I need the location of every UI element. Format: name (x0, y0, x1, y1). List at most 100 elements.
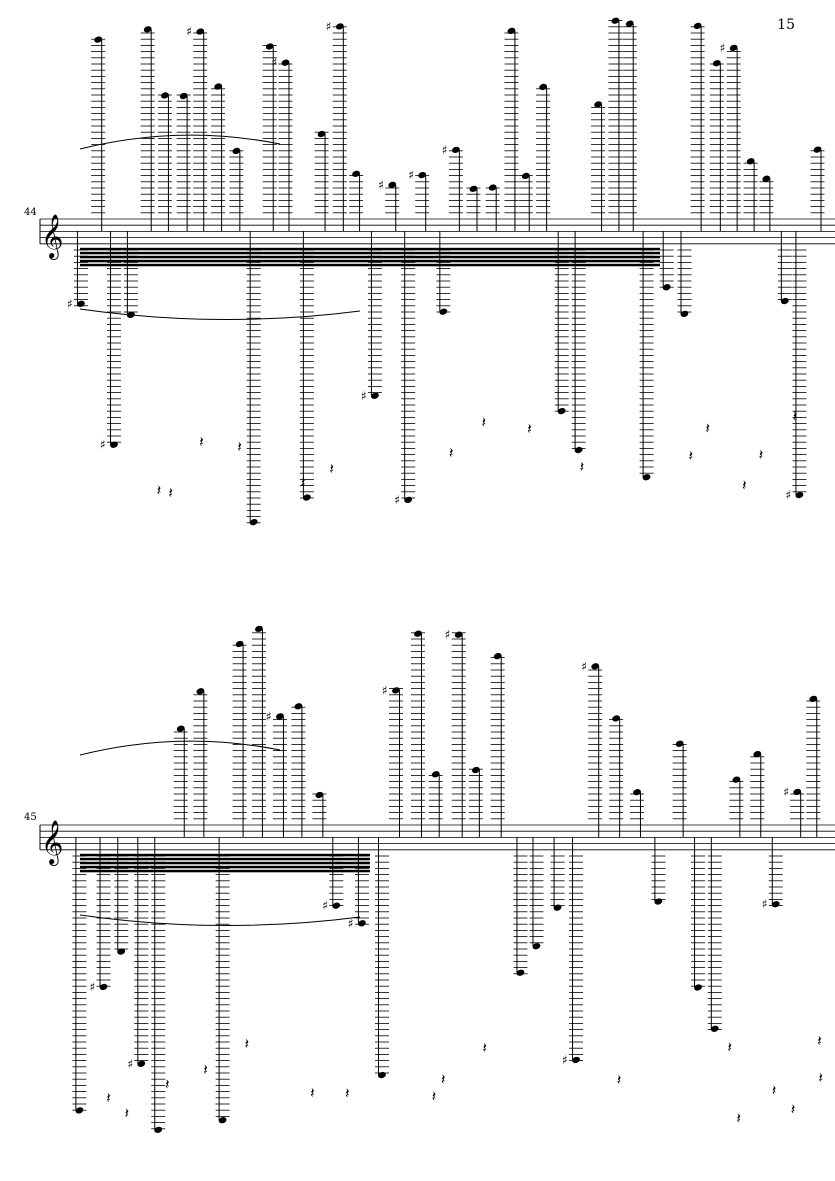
beam (80, 251, 660, 255)
rest-icon: 𝄽 (345, 1085, 350, 1103)
note-head (732, 776, 741, 783)
rest-icon: 𝄽 (157, 481, 162, 499)
beam (80, 869, 370, 873)
rest-icon: 𝄽 (727, 1038, 732, 1056)
rest-icon: 𝄽 (818, 1069, 823, 1087)
note-head (154, 1126, 163, 1133)
note-head (469, 185, 478, 192)
note-head (302, 494, 311, 501)
rest-icon: 𝄽 (793, 408, 798, 426)
rest-icon: 𝄽 (705, 420, 710, 438)
note-head (179, 92, 188, 100)
rest-icon: 𝄽 (165, 1076, 170, 1094)
rest-icon: 𝄽 (203, 1061, 208, 1079)
sharp-icon: ♯ (348, 916, 354, 930)
sharp-icon: ♯ (322, 899, 328, 913)
sharp-icon: ♯ (445, 628, 451, 642)
note-head (255, 625, 263, 632)
sharp-icon: ♯ (581, 659, 587, 673)
sharp-icon: ♯ (762, 897, 768, 911)
sharp-icon: ♯ (442, 143, 448, 157)
note-head (795, 491, 804, 499)
rest-icon: 𝄽 (759, 446, 764, 464)
sharp-icon: ♯ (326, 19, 332, 33)
beam (80, 853, 370, 857)
note-head (143, 26, 152, 33)
note-head (276, 713, 284, 720)
rest-icon: 𝄽 (689, 447, 694, 465)
sharp-icon: ♯ (100, 438, 106, 452)
note-head (553, 904, 562, 911)
sharp-icon: ♯ (266, 709, 272, 723)
beam (80, 247, 660, 251)
note-head (753, 750, 762, 758)
note-head (572, 1056, 580, 1064)
rest-icon: 𝄽 (817, 1032, 822, 1050)
sharp-icon: ♯ (90, 980, 96, 994)
beam (80, 263, 660, 267)
note-head (488, 184, 497, 191)
rest-icon: 𝄽 (527, 420, 532, 438)
note-head (625, 20, 634, 27)
note-head (591, 663, 600, 670)
sharp-icon: ♯ (67, 297, 73, 311)
note-head (214, 83, 222, 90)
sharp-icon: ♯ (271, 56, 277, 70)
rest-icon: 𝄽 (124, 1105, 129, 1123)
note-head (315, 791, 324, 799)
treble-clef-icon: 𝄞 (41, 820, 63, 866)
note-head (294, 703, 303, 710)
note-head (431, 771, 440, 778)
note-head (729, 44, 738, 51)
note-head (265, 43, 274, 50)
sharp-icon: ♯ (186, 25, 192, 39)
page-number: 15 (777, 17, 795, 33)
rest-icon: 𝄽 (580, 458, 585, 476)
rest-icon: 𝄽 (772, 1082, 777, 1100)
sharp-icon: ♯ (562, 1053, 568, 1067)
tie (79, 914, 361, 927)
note-head (418, 171, 427, 179)
rest-icon: 𝄽 (791, 1101, 796, 1119)
note-head (137, 1060, 146, 1067)
sharp-icon: ♯ (408, 168, 414, 182)
sharp-icon: ♯ (382, 683, 388, 697)
beam (80, 259, 660, 263)
rest-icon: 𝄽 (199, 433, 204, 451)
note-head (516, 969, 525, 976)
note-head (654, 898, 663, 905)
note-head (371, 392, 379, 399)
note-head (414, 630, 422, 637)
note-head (532, 943, 541, 950)
beam (80, 865, 370, 869)
sharp-icon: ♯ (783, 785, 789, 799)
note-head (712, 60, 721, 67)
rest-icon: 𝄽 (310, 1084, 315, 1102)
note-head (594, 101, 602, 108)
beam (80, 255, 660, 259)
rest-icon: 𝄽 (482, 414, 487, 432)
note-head (762, 175, 771, 182)
note-head (451, 146, 460, 153)
sharp-icon: ♯ (127, 1057, 133, 1071)
rest-icon: 𝄽 (742, 477, 747, 495)
note-head (218, 1117, 227, 1124)
note-head (249, 519, 258, 526)
note-head (117, 948, 126, 955)
rest-icon: 𝄽 (329, 460, 334, 478)
beam (80, 857, 370, 861)
rest-icon: 𝄽 (168, 484, 173, 502)
note-head (161, 92, 169, 99)
note-head (176, 725, 185, 732)
rest-icon: 𝄽 (432, 1088, 437, 1106)
note-head (809, 695, 818, 702)
note-head (358, 920, 366, 927)
rest-icon: 𝄽 (482, 1039, 487, 1057)
sharp-icon: ♯ (720, 41, 726, 55)
measure-number-45: 45 (24, 812, 37, 823)
note-head (110, 441, 118, 448)
note-head (693, 22, 702, 30)
beam (80, 861, 370, 865)
note-head (471, 766, 480, 774)
